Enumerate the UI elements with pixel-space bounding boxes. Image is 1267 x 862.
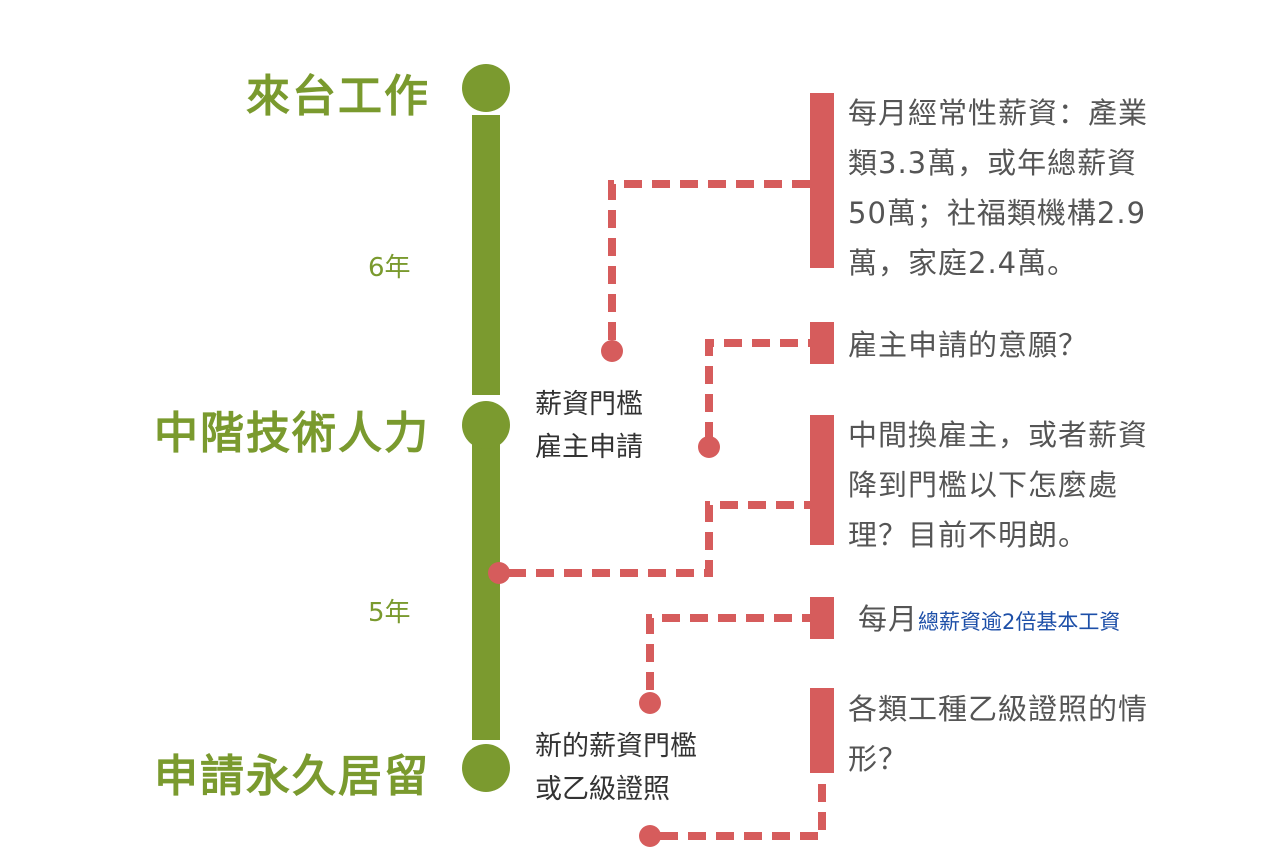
note-employer-willingness: 雇主申請的意願？ [848, 320, 1088, 370]
middle-label-line: 薪資門檻 [535, 389, 643, 420]
dot-salary-threshold [601, 340, 623, 362]
note-line: 形？ [848, 742, 909, 776]
note-monthly-highlight: 總薪資逾2倍基本工資 [918, 610, 1121, 634]
connector-salary-threshold [608, 180, 810, 340]
note-line: 理？目前不明朗。 [848, 518, 1089, 552]
stage-label-work: 來台工作 [246, 71, 430, 122]
connector-certificate [660, 775, 826, 840]
note-certificate: 各類工種乙級證照的情 形？ [848, 684, 1148, 784]
note-salary-detail: 每月經常性薪資：產業 類3.3萬，或年總薪資 50萬；社福類機構2.9 萬，家庭… [848, 88, 1148, 288]
note-change-employer: 中間換雇主，或者薪資 降到門檻以下怎麼處 理？目前不明朗。 [848, 410, 1148, 560]
note-monthly-salary: 每月總薪資逾2倍基本工資 [858, 594, 1120, 647]
note-monthly-prefix: 每月 [858, 602, 919, 636]
note-line: 50萬；社福類機構2.9 [848, 196, 1147, 230]
dot-employer-apply [698, 436, 720, 458]
note-bar-4 [810, 597, 834, 639]
note-bar-2 [810, 322, 834, 364]
note-line: 降到門檻以下怎麼處 [848, 468, 1119, 502]
interval-label-5-years: 5年 [368, 598, 411, 628]
timeline-segment-lower [472, 440, 500, 740]
middle-label-salary-employer: 薪資門檻 雇主申請 [535, 383, 643, 469]
middle-label-line: 雇主申請 [535, 432, 643, 463]
note-line: 各類工種乙級證照的情 [848, 692, 1149, 726]
note-line: 雇主申請的意願？ [848, 328, 1089, 362]
note-line: 類3.3萬，或年總薪資 [848, 146, 1138, 180]
connector-employer-willingness [705, 339, 810, 440]
middle-label-line: 或乙級證照 [535, 774, 670, 805]
interval-label-6-years: 6年 [368, 253, 411, 283]
note-bar-5 [810, 688, 834, 773]
stage-label-residency: 申請永久居留 [154, 751, 430, 802]
dot-timeline-change [488, 562, 510, 584]
stage-node-residency [462, 744, 510, 792]
middle-label-line: 新的薪資門檻 [535, 731, 697, 762]
note-bar-3 [810, 415, 834, 545]
stage-label-mid-level: 中階技術人力 [154, 408, 430, 459]
timeline-segment-upper [472, 115, 500, 395]
note-line: 每月經常性薪資：產業 [848, 96, 1149, 130]
stage-node-work [462, 64, 510, 112]
middle-label-new-threshold: 新的薪資門檻 或乙級證照 [535, 725, 697, 811]
stage-node-mid-level [462, 401, 510, 449]
note-line: 中間換雇主，或者薪資 [848, 418, 1149, 452]
connector-change-employer [508, 501, 810, 577]
dot-new-threshold [639, 692, 661, 714]
note-bar-1 [810, 93, 834, 268]
connector-monthly-salary [646, 614, 810, 690]
note-line: 萬，家庭2.4萬。 [848, 246, 1078, 280]
dot-certificate [639, 825, 661, 847]
